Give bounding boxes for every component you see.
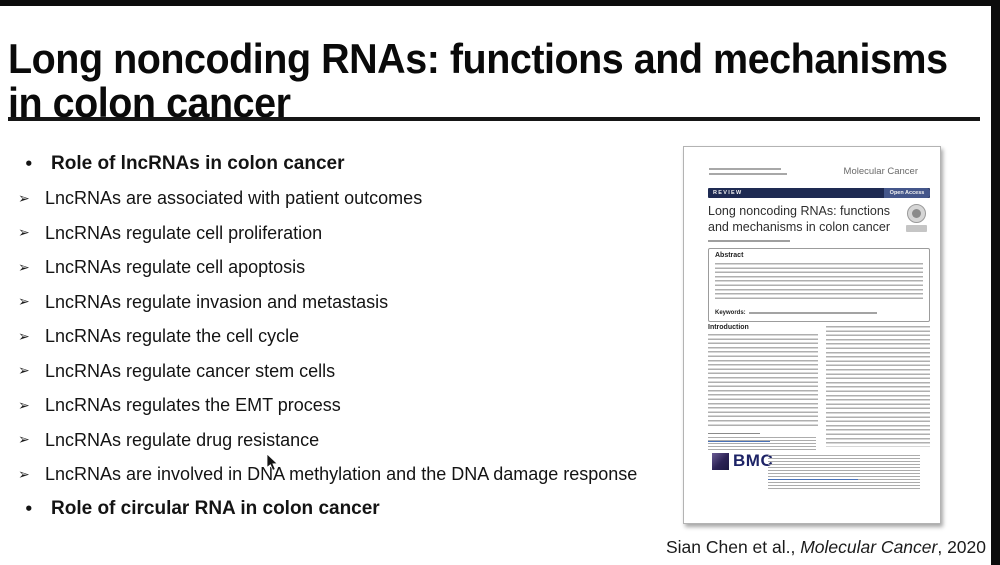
- citation-authors: Sian Chen et al.,: [665, 537, 801, 557]
- paper-abstract-box: Abstract Keywords:: [708, 248, 930, 322]
- bullet-text: LncRNAs regulate cell proliferation: [45, 222, 323, 243]
- bullet-text: Role of circular RNA in colon cancer: [51, 498, 380, 520]
- bmc-logo-text: BMC: [733, 451, 774, 470]
- introduction-label: Introduction: [708, 324, 749, 331]
- citation-journal: Molecular Cancer: [800, 537, 938, 557]
- list-item: • Role of circular RNA in colon cancer: [18, 492, 678, 527]
- list-item: ➢ LncRNAs regulate cancer stem cells: [18, 354, 678, 389]
- arrow-bullet-icon: ➢: [18, 466, 30, 483]
- title-underline: [8, 117, 980, 121]
- abstract-text-lines: [715, 263, 923, 299]
- list-item: ➢ LncRNAs are involved in DNA methylatio…: [18, 458, 678, 493]
- dot-bullet-icon: •: [24, 500, 34, 519]
- license-text-lines: [768, 455, 920, 489]
- open-access-label: Open Access: [884, 188, 930, 198]
- arrow-bullet-icon: ➢: [18, 432, 30, 449]
- intro-left-column: [708, 334, 818, 427]
- review-label: REVIEW: [713, 190, 743, 196]
- page-title: Long noncoding RNAs: functions and mecha…: [8, 37, 988, 125]
- list-item: ➢ LncRNAs regulates the EMT process: [18, 389, 678, 424]
- bmc-logo-square-icon: [712, 452, 729, 470]
- bullet-text: LncRNAs regulate cancer stem cells: [45, 360, 336, 381]
- intro-right-column: [826, 326, 930, 447]
- paper-author-line: [708, 240, 790, 242]
- paper-title: Long noncoding RNAs: functions and mecha…: [708, 204, 891, 234]
- bullet-text: LncRNAs regulate cell apoptosis: [45, 257, 306, 278]
- letterbox-right-bar: [991, 0, 1000, 565]
- keywords-text-line: [748, 312, 877, 314]
- list-item: ➢ LncRNAs regulate the cell cycle: [18, 320, 678, 355]
- arrow-bullet-icon: ➢: [18, 328, 30, 345]
- paper-meta-lines: [709, 168, 787, 178]
- paper-journal-name: Molecular Cancer: [843, 166, 918, 177]
- bullet-text: LncRNAs are associated with patient outc…: [45, 188, 423, 209]
- footnote-link-line: [708, 441, 770, 442]
- license-link-line: [768, 479, 858, 480]
- dot-bullet-icon: •: [24, 155, 34, 174]
- arrow-bullet-icon: ➢: [18, 397, 30, 414]
- page-title-line1: Long noncoding RNAs: functions and mecha…: [8, 35, 948, 83]
- bmc-logo: BMC: [712, 451, 773, 471]
- list-item: ➢ LncRNAs regulate cell proliferation: [18, 216, 678, 251]
- list-item: ➢ LncRNAs regulate invasion and metastas…: [18, 285, 678, 320]
- arrow-bullet-icon: ➢: [18, 294, 30, 311]
- arrow-bullet-icon: ➢: [18, 225, 30, 242]
- bullet-text: LncRNAs regulate the cell cycle: [45, 326, 300, 347]
- bullet-text: LncRNAs regulate invasion and metastasis: [45, 291, 389, 312]
- bullet-text: LncRNAs regulates the EMT process: [45, 395, 341, 416]
- keywords-label: Keywords:: [715, 310, 746, 316]
- list-item: • Role of lncRNAs in colon cancer: [18, 147, 678, 182]
- paper-review-bar: REVIEW Open Access: [708, 188, 930, 198]
- bullet-text: LncRNAs are involved in DNA methylation …: [45, 464, 638, 485]
- list-item: ➢ LncRNAs regulate cell apoptosis: [18, 251, 678, 286]
- abstract-label: Abstract: [715, 252, 744, 259]
- footnote-lines: [708, 437, 816, 451]
- check-for-updates-badge: [905, 204, 927, 232]
- list-item: ➢ LncRNAs regulate drug resistance: [18, 423, 678, 458]
- badge-circle-icon: [906, 204, 926, 223]
- citation: Sian Chen et al., Molecular Cancer, 2020: [666, 537, 986, 558]
- letterbox-top-bar: [0, 0, 1000, 6]
- arrow-bullet-icon: ➢: [18, 190, 30, 207]
- paper-thumbnail: Molecular Cancer REVIEW Open Access Long…: [683, 146, 941, 524]
- bullet-text: LncRNAs regulate drug resistance: [45, 429, 320, 450]
- bullet-text: Role of lncRNAs in colon cancer: [51, 153, 345, 175]
- bullet-list: • Role of lncRNAs in colon cancer ➢ LncR…: [18, 147, 678, 527]
- badge-tag: [905, 225, 927, 232]
- arrow-bullet-icon: ➢: [18, 363, 30, 380]
- keywords-row: Keywords:: [715, 310, 877, 316]
- arrow-bullet-icon: ➢: [18, 259, 30, 276]
- mouse-cursor-icon: [266, 454, 279, 471]
- footnote-rule: [708, 433, 760, 434]
- citation-year: , 2020: [937, 537, 986, 557]
- list-item: ➢ LncRNAs are associated with patient ou…: [18, 182, 678, 217]
